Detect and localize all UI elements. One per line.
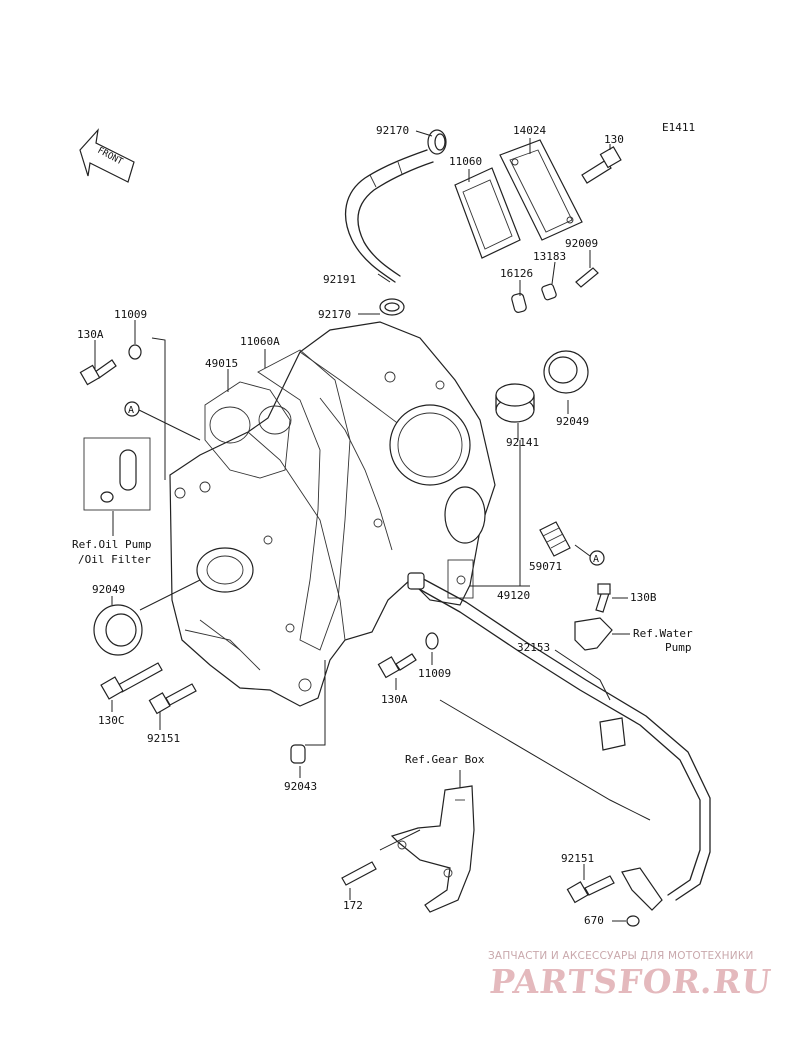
- label-130b: 130B: [630, 591, 657, 604]
- label-92009: 92009: [565, 237, 598, 250]
- label-92049-left: 92049: [92, 583, 125, 596]
- label-92151-right: 92151: [561, 852, 594, 865]
- breather-hose: [344, 149, 434, 283]
- label-92170-mid: 92170: [318, 308, 351, 321]
- dowel-16126: [511, 293, 527, 313]
- union-fitting: [621, 867, 663, 911]
- crankcase-gasket: [257, 349, 351, 651]
- breather-cover: [499, 139, 583, 241]
- label-130-top: 130: [604, 133, 624, 146]
- front-arrow-icon: FRONT: [79, 128, 135, 183]
- label-92170-top: 92170: [376, 124, 409, 137]
- ref-circle-a-left: A: [124, 401, 140, 417]
- label-59071: 59071: [529, 560, 562, 573]
- label-oil-pump-2: /Oil Filter: [78, 553, 151, 566]
- label-130a-bottom: 130A: [381, 693, 408, 706]
- label-670: 670: [584, 914, 604, 927]
- bolt-130a-bottom: [377, 653, 417, 679]
- o-ring-670: [626, 915, 640, 927]
- label-11009-bottom: 11009: [418, 667, 451, 680]
- label-11060: 11060: [449, 155, 482, 168]
- bolt-92151-left: [148, 683, 197, 715]
- label-172: 172: [343, 899, 363, 912]
- label-49120: 49120: [497, 589, 530, 602]
- strainer-59071: [539, 521, 571, 557]
- svg-text:A: A: [593, 554, 599, 565]
- cover-gasket: [454, 167, 521, 259]
- label-water-pump-1: Ref.Water: [633, 627, 693, 640]
- watermark-logo: PARTSFOR.RU: [487, 962, 774, 1001]
- label-11009-top: 11009: [114, 308, 147, 321]
- oil-seal-right: [543, 350, 589, 394]
- label-92141: 92141: [506, 436, 539, 449]
- bushing-92141: [495, 383, 535, 423]
- svg-text:A: A: [128, 405, 134, 416]
- diagram-code: E1411: [662, 121, 695, 134]
- bolt-130c: [100, 662, 163, 700]
- label-92151-left: 92151: [147, 732, 180, 745]
- label-92191: 92191: [323, 273, 356, 286]
- hose-clamp-mid: [379, 298, 405, 316]
- oil-pump-reference-box: [83, 437, 151, 511]
- label-49015: 49015: [205, 357, 238, 370]
- dowel-92043: [290, 744, 306, 764]
- water-pump-bracket: [574, 617, 613, 651]
- oil-seal-left: [93, 604, 143, 656]
- label-130c: 130C: [98, 714, 125, 727]
- plate-49015: [204, 381, 291, 479]
- label-130a-top: 130A: [77, 328, 104, 341]
- label-water-pump-2: Pump: [665, 641, 692, 654]
- label-oil-pump-1: Ref.Oil Pump: [72, 538, 151, 551]
- label-92043: 92043: [284, 780, 317, 793]
- label-gear-box: Ref.Gear Box: [405, 753, 485, 766]
- washer-11009-bottom: [425, 632, 439, 650]
- part-labels: 92170 14024 130 11060 92009 13183 16126 …: [72, 124, 693, 927]
- label-11060a: 11060A: [240, 335, 280, 348]
- bolt-130: [581, 146, 622, 184]
- bolt-130a-top: [79, 359, 117, 386]
- label-32153: 32153: [517, 641, 550, 654]
- ref-circle-a-right: A: [589, 550, 605, 566]
- watermark-tagline: ЗАПЧАСТИ И АКСЕССУАРЫ ДЛЯ МОТОТЕХНИКИ: [488, 950, 754, 962]
- crankcase-body: [169, 321, 496, 707]
- label-16126: 16126: [500, 267, 533, 280]
- hose-clamp-top: [427, 129, 447, 155]
- leader-lines: [94, 130, 651, 922]
- stud-172: [341, 861, 377, 886]
- oil-pipe-32153: [407, 572, 711, 901]
- screw-92009: [575, 267, 599, 288]
- bolt-130b: [595, 583, 611, 613]
- washer-11009-top: [128, 344, 142, 360]
- bolt-92151-right: [566, 875, 615, 904]
- label-14024: 14024: [513, 124, 546, 137]
- plug-13183: [541, 283, 557, 301]
- gear-box-bracket: [390, 785, 475, 913]
- label-13183: 13183: [533, 250, 566, 263]
- label-92049-right: 92049: [556, 415, 589, 428]
